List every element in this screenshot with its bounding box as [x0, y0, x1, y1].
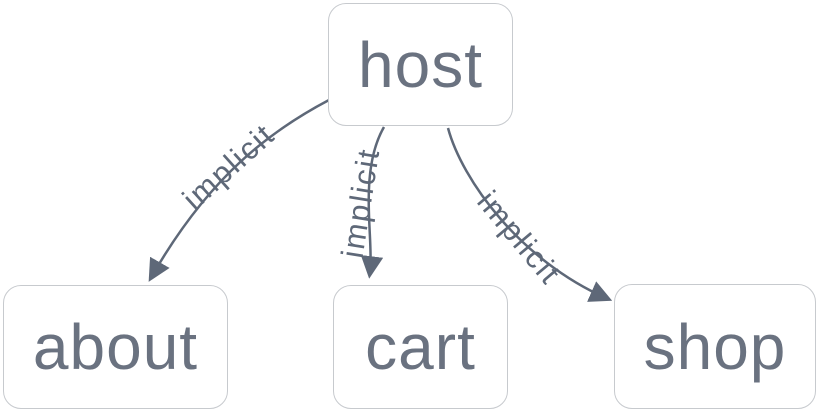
- node-host: host: [328, 3, 513, 126]
- edge-host-about: [148, 98, 330, 282]
- node-shop-label: shop: [643, 310, 787, 383]
- edge-host-cart: [360, 126, 386, 279]
- node-cart-label: cart: [365, 311, 476, 383]
- node-about-label: about: [32, 311, 199, 383]
- edge-host-shop: [446, 127, 613, 302]
- node-cart: cart: [333, 285, 508, 409]
- node-about: about: [3, 285, 228, 409]
- node-shop: shop: [614, 284, 816, 409]
- node-host-label: host: [358, 28, 483, 101]
